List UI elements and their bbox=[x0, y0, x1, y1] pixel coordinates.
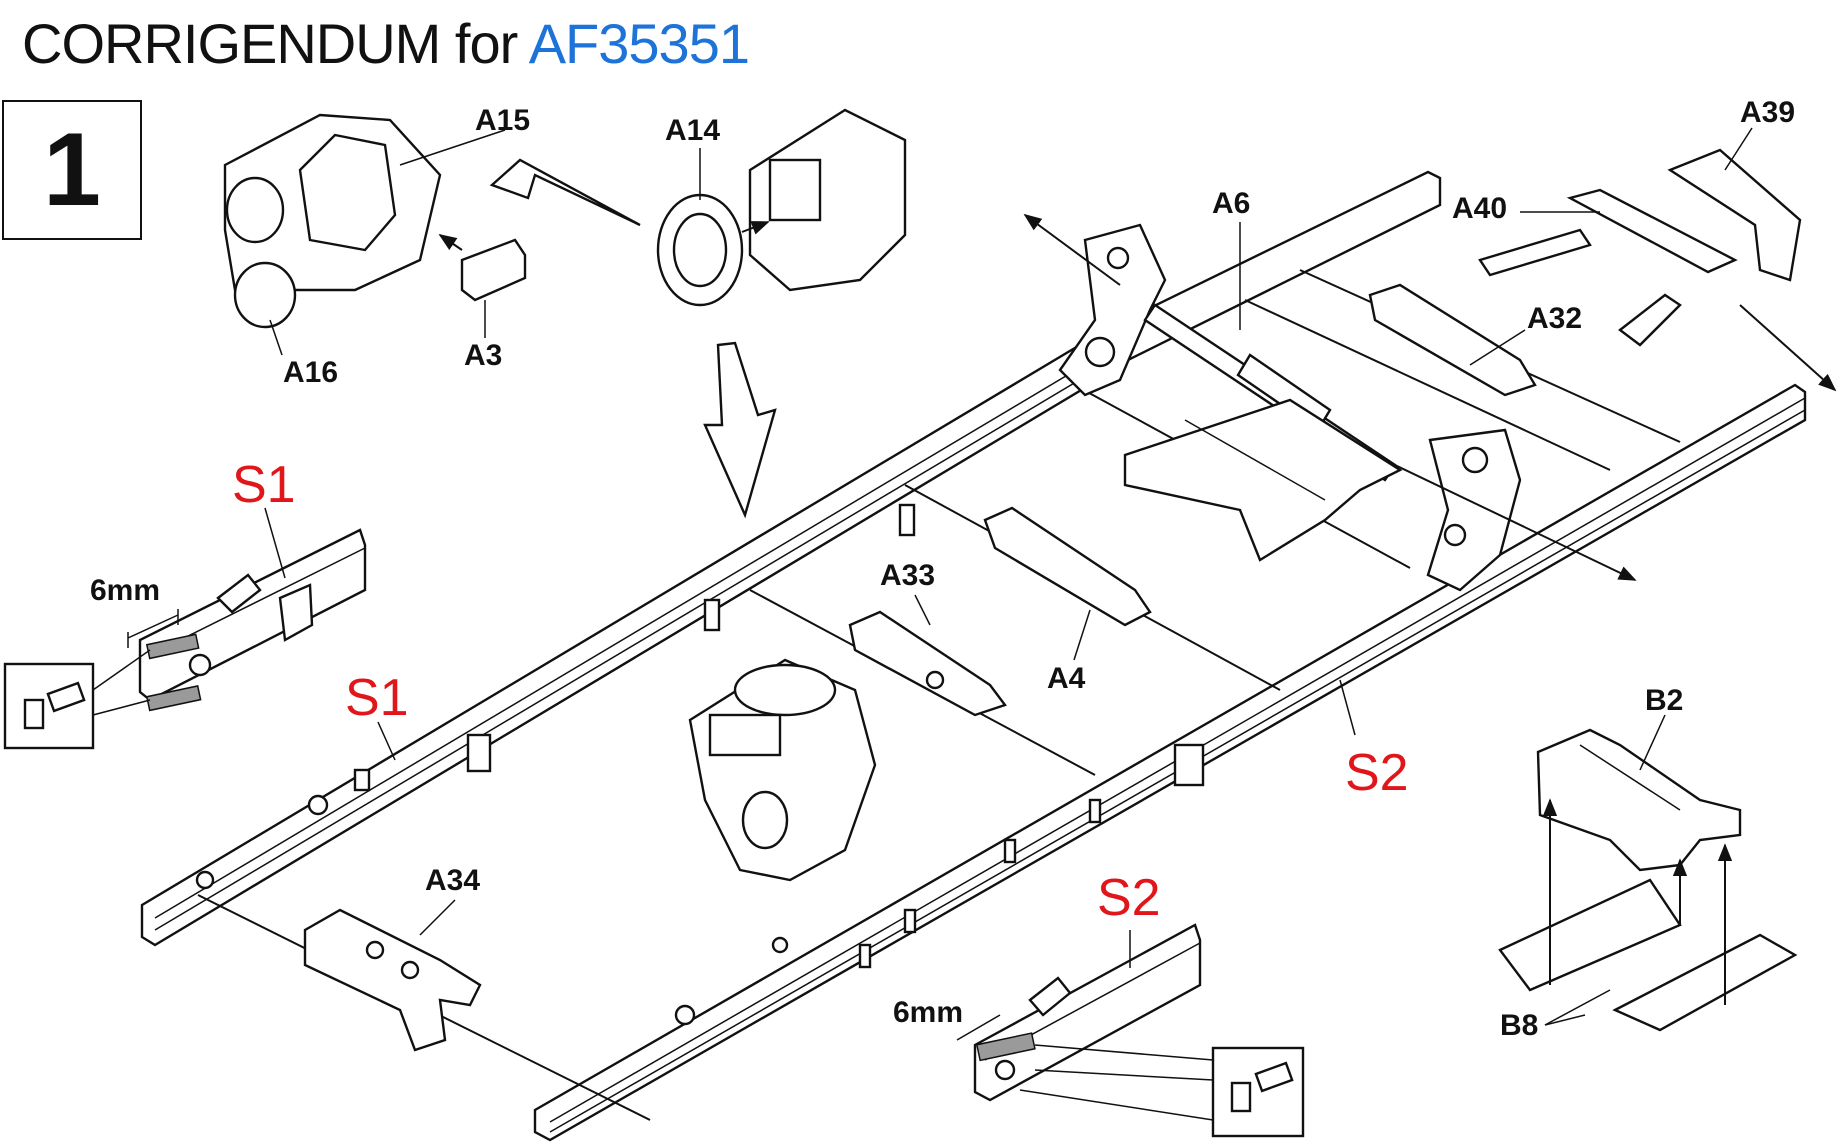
glue-cement-icon-brush bbox=[46, 681, 86, 713]
transfer-case-installed bbox=[688, 658, 877, 882]
dimension-bottom-6mm: 6mm bbox=[893, 996, 963, 1029]
right-frame-rail bbox=[533, 383, 1807, 1142]
label-a34: A34 bbox=[425, 864, 480, 897]
label-a4: A4 bbox=[1047, 662, 1086, 695]
glue-callout-left bbox=[3, 649, 151, 750]
detail-s2 bbox=[956, 923, 1202, 1102]
callout-s2-bottom: S2 bbox=[1097, 869, 1161, 927]
title-prefix: CORRIGENDUM for bbox=[22, 12, 529, 75]
glue-cement-icon-brush bbox=[1254, 1061, 1294, 1093]
glue-cement-icon bbox=[23, 698, 45, 730]
label-b8: B8 bbox=[1500, 1009, 1538, 1042]
glue-callout-bottom bbox=[1019, 1044, 1305, 1138]
part-a34 bbox=[303, 908, 482, 1052]
dimension-left-6mm: 6mm bbox=[90, 574, 160, 607]
detail-s1 bbox=[127, 528, 367, 712]
label-a32: A32 bbox=[1527, 302, 1582, 335]
part-a32 bbox=[1368, 283, 1537, 397]
label-b2: B2 bbox=[1645, 684, 1683, 717]
center-crossmember bbox=[1123, 398, 1403, 562]
callout-s1-mid: S1 bbox=[345, 669, 409, 727]
leader-lines bbox=[264, 127, 1753, 1026]
label-a3: A3 bbox=[464, 339, 502, 372]
label-a14: A14 bbox=[665, 114, 720, 147]
part-b2 bbox=[1536, 728, 1742, 872]
part-a14 bbox=[656, 108, 907, 307]
rear-shackle-right bbox=[1426, 428, 1522, 592]
assembly-arrow bbox=[703, 341, 777, 519]
glue-area-s2 bbox=[975, 1032, 1036, 1062]
glue-area-s1-bottom bbox=[145, 685, 202, 712]
product-code: AF35351 bbox=[528, 12, 750, 75]
step-number-box: 1 bbox=[2, 100, 142, 240]
label-a15: A15 bbox=[475, 104, 530, 137]
label-a16: A16 bbox=[283, 356, 338, 389]
callout-s2-mid: S2 bbox=[1345, 744, 1409, 802]
callout-s1-top: S1 bbox=[232, 456, 296, 514]
label-a40: A40 bbox=[1452, 192, 1507, 225]
part-a4 bbox=[983, 506, 1152, 627]
page-title: CORRIGENDUM for AF35351 bbox=[22, 8, 750, 80]
label-a33: A33 bbox=[880, 559, 935, 592]
rail-details bbox=[195, 503, 1205, 1026]
label-a39: A39 bbox=[1740, 96, 1795, 129]
part-b8 bbox=[1498, 798, 1798, 1032]
rear-shackle-left bbox=[1058, 223, 1167, 397]
part-a33 bbox=[848, 610, 1007, 717]
label-a6: A6 bbox=[1212, 187, 1250, 220]
glue-cement-icon bbox=[1230, 1081, 1252, 1113]
part-a15-a16-a3 bbox=[223, 113, 641, 329]
part-a39-a40 bbox=[1478, 148, 1837, 392]
